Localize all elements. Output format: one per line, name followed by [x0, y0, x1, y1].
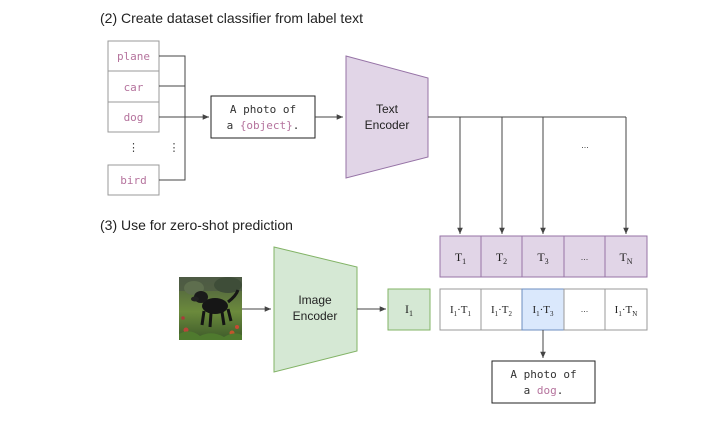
label-plane: plane [117, 50, 150, 63]
section3-title: (3) Use for zero-shot prediction [100, 217, 293, 233]
text-encoder-label-line2: Encoder [365, 118, 410, 132]
section2-title: (2) Create dataset classifier from label… [100, 10, 363, 26]
text-embedding-t1: T1 [455, 250, 466, 266]
image-embedding-box [387, 288, 431, 331]
bracket-vdots: ⋮ [169, 142, 180, 154]
text-embedding-row: T1 T2 T3 ... TN [439, 235, 648, 278]
image-encoder-label-line1: Image [298, 293, 332, 307]
label-box-dog [107, 101, 160, 133]
text-embedding-t2: T2 [496, 250, 507, 266]
similarity-ellipsis: ... [581, 304, 589, 314]
similarity-i1-t1: I1·T1 [450, 304, 472, 318]
text-embedding-ellipsis: ... [581, 252, 589, 262]
label-dog: dog [124, 111, 144, 124]
label-box-car [107, 70, 160, 103]
similarity-i1-t3: I1·T3 [532, 304, 554, 318]
similarity-cell [563, 288, 606, 331]
prediction-result-line2: a dog. [524, 384, 564, 397]
prediction-result-box [491, 360, 596, 404]
similarity-cell [439, 288, 482, 331]
text-embedding-tn: TN [619, 250, 632, 266]
text-encoder: Text Encoder [345, 55, 429, 179]
image-encoder: Image Encoder [273, 246, 358, 373]
input-dog-image [179, 277, 242, 340]
dog-body [202, 298, 228, 314]
text-embedding-t3: T3 [537, 250, 548, 266]
label-list: plane car dog ⋮ ⋮ bird [107, 40, 180, 196]
prompt-template-line2: a {object}. [227, 119, 300, 132]
text-embedding-cell [604, 235, 648, 278]
image-embedding-label: I1 [405, 302, 413, 318]
text-embedding-arrows [428, 116, 629, 234]
label-box-plane [107, 40, 160, 72]
label-vdots: ⋮ [128, 142, 139, 154]
label-connectors [159, 55, 209, 181]
similarity-cell [604, 288, 648, 331]
text-encoder-label-line1: Text [376, 102, 399, 116]
text-encoder-shape [345, 55, 429, 179]
text-embedding-cell [563, 235, 606, 278]
prompt-template-line1: A photo of [230, 103, 296, 116]
prompt-template: A photo of a {object}. [210, 95, 316, 139]
prediction-result: A photo of a dog. [491, 360, 596, 404]
similarity-i1-tn: I1·TN [615, 304, 638, 318]
similarity-row: I1·T1 I1·T2 I1·T3 ... I1·TN [439, 288, 648, 331]
image-embedding: I1 [387, 288, 431, 331]
fanout-ellipsis: ... [581, 140, 589, 150]
image-encoder-label-line2: Encoder [293, 309, 338, 323]
prompt-template-box [210, 95, 316, 139]
image-encoder-shape [273, 246, 358, 373]
prediction-result-line1: A photo of [510, 368, 576, 381]
similarity-i1-t2: I1·T2 [491, 304, 513, 318]
label-car: car [124, 81, 144, 94]
label-bird: bird [120, 174, 147, 187]
